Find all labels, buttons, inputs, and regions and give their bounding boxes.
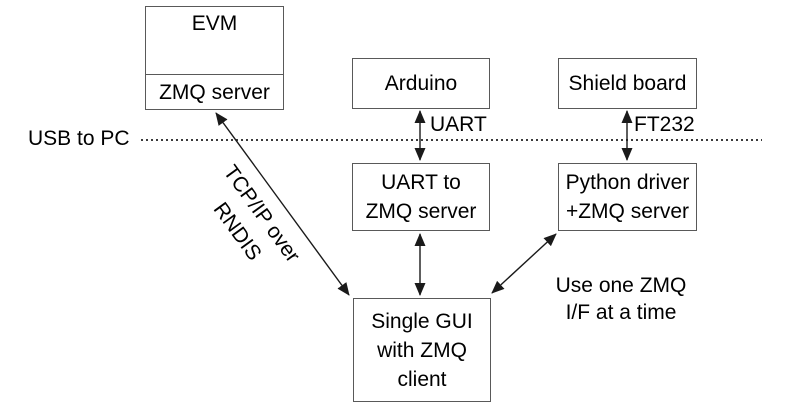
arduino-box: Arduino (352, 58, 490, 109)
arrow-python-to-gui (491, 233, 557, 294)
use-one-zmq-note: Use one ZMQ I/F at a time (536, 272, 706, 326)
single-gui-line3: client (397, 367, 447, 391)
single-gui-line2: with ZMQ (377, 338, 467, 362)
evm-box-title: EVM (191, 12, 238, 35)
uart-edge-label: UART (430, 113, 487, 136)
uart-to-zmq-server-box: UART to ZMQ server (352, 163, 490, 231)
python-driver-line2: +ZMQ server (565, 200, 690, 223)
evm-zmq-server-section: ZMQ server (146, 74, 283, 109)
shield-board-label: Shield board (568, 72, 687, 95)
single-gui-line1: Single GUI (371, 309, 473, 333)
note-line1: Use one ZMQ (555, 274, 687, 297)
ft232-edge-label: FT232 (634, 113, 695, 136)
python-driver-line1: Python driver (565, 171, 690, 194)
shield-board-box: Shield board (558, 58, 697, 109)
python-driver-box: Python driver +ZMQ server (558, 163, 697, 231)
single-gui-box: Single GUI with ZMQ client (353, 298, 491, 402)
usb-to-pc-label: USB to PC (28, 127, 130, 150)
evm-box: EVM ZMQ server (145, 6, 284, 110)
evm-zmq-server-label: ZMQ server (159, 80, 270, 104)
note-line2: I/F at a time (565, 301, 677, 324)
uart-to-zmq-line1: UART to (381, 171, 461, 194)
arrow-evm-to-gui (215, 112, 350, 296)
arduino-label: Arduino (384, 72, 458, 95)
uart-to-zmq-line2: ZMQ server (365, 200, 477, 223)
